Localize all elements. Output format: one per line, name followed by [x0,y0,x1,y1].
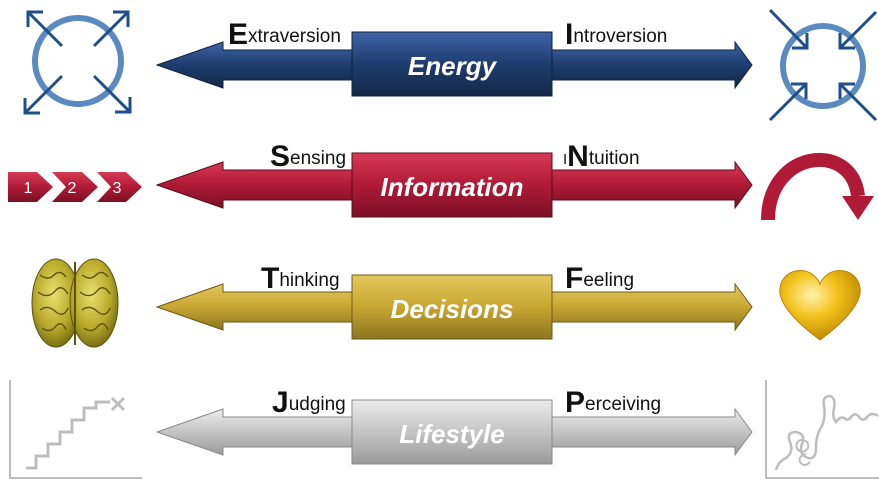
lifestyle-left-pole-label: Judging [272,388,346,418]
chevron-step-1 [8,172,53,202]
lifestyle-double-arrow: Lifestyle [155,399,753,465]
chevron-step-2 [52,172,98,202]
information-left-pole-label: Sensing [270,142,346,172]
decisions-right-initial: F [565,262,584,295]
decisions-left-pole-label: Thinking [261,264,340,294]
information-left-initial: S [270,140,291,173]
decisions-right-pole-label: Feeling [565,264,634,294]
inward-arrows-circle-icon [768,8,878,122]
energy-double-arrow: Energy [155,31,753,97]
decisions-right-rest: eeling [583,270,635,291]
lifestyle-left-rest: udging [288,394,346,415]
curved-arrow-icon [761,153,874,221]
information-right-prefix: I [563,151,568,168]
brain-icon [31,258,119,348]
energy-title: Energy [408,51,498,81]
lifestyle-right-pole-label: Perceiving [565,388,661,418]
energy-right-initial: I [565,18,574,51]
information-title: Information [381,172,524,202]
chevron-step-3-label: 3 [113,180,122,197]
lifestyle-left-initial: J [272,386,289,419]
decisions-title: Decisions [391,294,514,324]
numbered-chevrons-icon: 1 2 3 [8,172,142,202]
energy-left-initial: E [228,18,249,51]
staircase-chart-icon [9,380,142,479]
decisions-double-arrow: Decisions [155,274,753,340]
energy-right-rest: ntroversion [573,26,668,47]
decisions-row: Decisions [31,258,861,348]
lifestyle-row: Lifestyle [9,380,879,479]
scribble-chart-icon [765,380,879,479]
information-double-arrow: Information [155,152,753,218]
lifestyle-right-initial: P [565,386,586,419]
energy-row: Energy [23,8,878,122]
information-right-rest: tuition [588,148,640,169]
outward-arrows-circle-icon [23,10,132,115]
information-right-pole-label: INtuition [563,142,640,172]
energy-left-rest: xtraversion [248,26,341,47]
information-right-initial: N [567,140,589,173]
lifestyle-right-rest: erceiving [585,394,662,415]
information-left-rest: ensing [290,148,347,169]
energy-right-pole-label: Introversion [565,20,667,50]
information-row: Information 1 2 3 [8,152,874,221]
decisions-left-initial: T [261,262,280,295]
chevron-step-3 [97,172,142,202]
decisions-left-rest: hinking [279,270,340,291]
lifestyle-title: Lifestyle [399,419,505,449]
chevron-step-1-label: 1 [24,180,33,197]
energy-left-pole-label: Extraversion [228,20,341,50]
heart-icon [779,270,861,341]
chevron-step-2-label: 2 [68,180,77,197]
